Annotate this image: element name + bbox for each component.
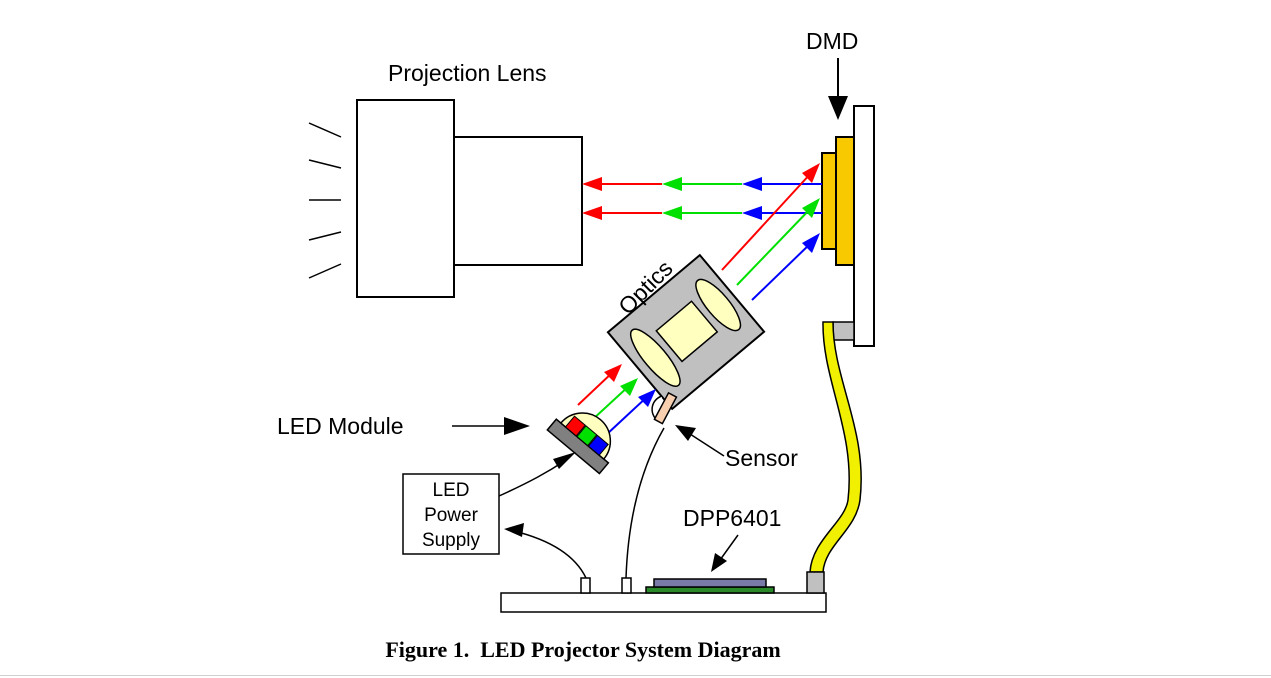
dmd-chip-base bbox=[835, 136, 855, 266]
sensor-label: Sensor bbox=[725, 445, 798, 471]
led-module bbox=[546, 412, 612, 475]
page-divider bbox=[0, 675, 1271, 676]
figure-caption: Figure 1. LED Projector System Diagram bbox=[385, 637, 780, 662]
board-to-sensor-wire bbox=[625, 427, 665, 579]
sensor-connector bbox=[621, 577, 632, 594]
led-light-paths bbox=[577, 364, 656, 436]
dmd-chip-mirror bbox=[821, 152, 837, 250]
power-supply-label-line1: LED bbox=[433, 480, 470, 501]
dpp-pointer bbox=[719, 534, 739, 561]
led-power-supply-box bbox=[402, 473, 500, 555]
power-supply-label-line2: Power bbox=[424, 505, 479, 526]
optics-lens-left bbox=[629, 328, 681, 387]
dpp-pointer-arrowhead bbox=[711, 553, 727, 572]
sensor-pointer-arrowhead bbox=[675, 425, 696, 441]
projection-lens-label: Projection Lens bbox=[388, 60, 547, 86]
optics-integrator-rod bbox=[655, 300, 719, 363]
dmd-board bbox=[853, 105, 875, 347]
led-blue-die bbox=[587, 434, 609, 456]
projected-light-paths bbox=[582, 177, 822, 220]
sensor bbox=[651, 391, 678, 425]
flex-cable bbox=[809, 321, 862, 573]
pcb bbox=[500, 592, 827, 613]
dpp-label: DPP6401 bbox=[683, 505, 781, 531]
dmd-connector bbox=[832, 321, 855, 341]
sensor-pointer bbox=[689, 433, 725, 457]
main-board bbox=[500, 571, 827, 613]
sensor-body bbox=[653, 391, 678, 425]
board-to-power-wire bbox=[513, 530, 587, 579]
power-supply-label-line3: Supply bbox=[422, 530, 481, 551]
led-red-die bbox=[564, 415, 586, 437]
led-module-label: LED Module bbox=[277, 413, 404, 439]
lens-rear-barrel bbox=[453, 136, 583, 266]
led-module-pointer-arrowhead bbox=[504, 417, 530, 435]
projection-lens bbox=[308, 99, 583, 298]
board-to-power-arrowhead bbox=[504, 523, 524, 537]
light-rays-icon bbox=[308, 122, 342, 279]
optics-lens-right bbox=[695, 278, 742, 332]
flex-connector bbox=[806, 571, 825, 594]
power-to-led-wire bbox=[498, 459, 567, 497]
led-green-die bbox=[576, 425, 598, 447]
dmd-pointer-arrowhead bbox=[828, 96, 848, 120]
dmd-label: DMD bbox=[806, 28, 858, 54]
optics-assembly bbox=[606, 253, 766, 411]
power-to-led-arrowhead bbox=[553, 452, 576, 469]
lens-front-barrel bbox=[356, 99, 455, 298]
dmd-assembly bbox=[821, 105, 875, 347]
power-connector bbox=[580, 577, 591, 594]
dpp-chip bbox=[653, 578, 767, 588]
illumination-light-paths bbox=[721, 163, 820, 301]
dpp-chip-substrate bbox=[645, 586, 775, 594]
